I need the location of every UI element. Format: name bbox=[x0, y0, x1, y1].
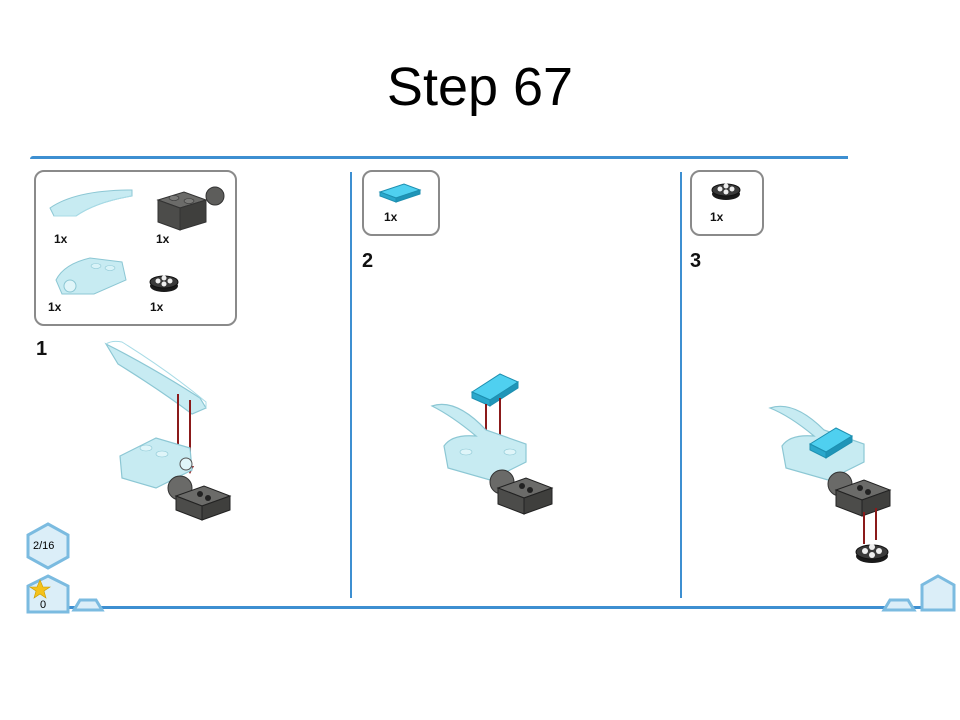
azure-tile-part-icon bbox=[378, 183, 422, 203]
part-qty: 1x bbox=[48, 300, 62, 314]
curved-slope-part-icon bbox=[49, 189, 133, 217]
step-2-illustration bbox=[430, 373, 554, 515]
slide-title: Step 67 bbox=[386, 57, 574, 117]
part-qty: 1x bbox=[150, 300, 164, 314]
part-qty: 1x bbox=[384, 210, 398, 224]
round-plate-part-icon bbox=[149, 275, 179, 292]
round-plate-part-icon bbox=[711, 183, 741, 200]
parts-list-panel-3: 1x bbox=[690, 170, 764, 236]
step-divider-2 bbox=[680, 172, 682, 598]
page-counter-badge[interactable] bbox=[26, 522, 70, 570]
parts-list-panel-1: 1x 1x 1x 1x bbox=[34, 170, 237, 326]
star-badge[interactable] bbox=[26, 574, 70, 614]
step-divider-1 bbox=[350, 172, 352, 598]
star-icon bbox=[29, 579, 51, 599]
page-counter-label: 2/16 bbox=[33, 540, 55, 552]
step-number-2: 2 bbox=[362, 250, 374, 272]
wedge-socket-part-icon bbox=[55, 257, 127, 295]
part-qty: 1x bbox=[156, 232, 170, 246]
step-number-1: 1 bbox=[36, 338, 48, 360]
step-3-illustration bbox=[768, 405, 892, 563]
part-qty: 1x bbox=[710, 210, 724, 224]
parts-list-panel-2: 1x bbox=[362, 170, 440, 236]
step-number-3: 3 bbox=[690, 250, 702, 272]
hex-decor-left bbox=[71, 598, 105, 612]
frame-top-line bbox=[30, 156, 848, 159]
nav-next-button[interactable] bbox=[916, 574, 956, 612]
frame-bottom-line bbox=[30, 606, 930, 609]
star-count-label: 0 bbox=[40, 599, 47, 611]
part-qty: 1x bbox=[54, 232, 68, 246]
nav-previous-button[interactable] bbox=[880, 598, 920, 612]
step-1-illustration bbox=[104, 340, 232, 521]
brick-with-ball-part-icon bbox=[156, 186, 225, 231]
